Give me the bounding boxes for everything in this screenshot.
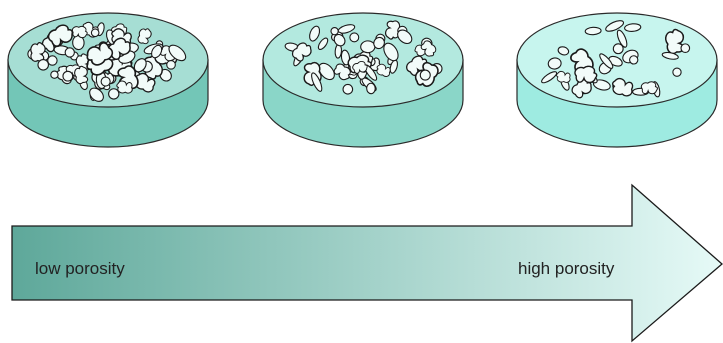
pore-particle	[101, 77, 110, 86]
high-porosity-label: high porosity	[518, 259, 615, 278]
disk-low-porosity	[8, 13, 208, 147]
pore-particle	[420, 70, 430, 80]
pore-particle	[109, 89, 119, 99]
pore-particle	[38, 60, 48, 70]
pore-particle	[74, 66, 88, 84]
pore-particle	[641, 82, 658, 95]
pore-particle	[72, 26, 88, 38]
pore-particle	[575, 66, 597, 83]
pore-particle	[360, 41, 375, 53]
pore-particle	[63, 71, 73, 81]
pore-particle	[91, 29, 99, 37]
pore-particle	[585, 27, 601, 35]
pore-particle	[673, 68, 681, 76]
disk-high-porosity	[517, 13, 717, 147]
pore-particle	[65, 48, 74, 57]
pore-particle	[367, 83, 376, 94]
disk-medium-porosity	[263, 13, 463, 147]
pore-particle	[343, 84, 353, 94]
pore-particle	[51, 71, 58, 78]
pore-particle	[48, 56, 57, 65]
pore-particle	[167, 61, 176, 70]
low-porosity-label: low porosity	[35, 259, 125, 278]
pore-particle	[331, 28, 338, 35]
pore-particle	[350, 33, 359, 42]
pore-particle	[630, 56, 638, 64]
pore-particle	[681, 44, 690, 53]
